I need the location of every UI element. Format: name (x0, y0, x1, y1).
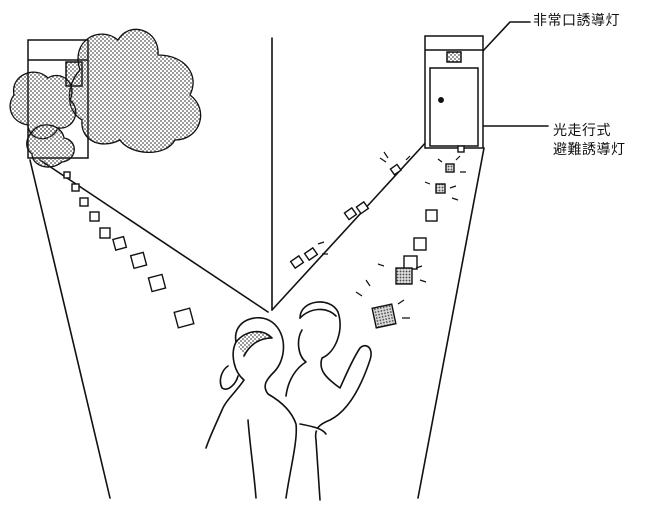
evacuating-people-icon (205, 301, 372, 501)
guide-light-tile (89, 211, 100, 222)
exit-door-icon (424, 35, 484, 149)
guide-light-tile (99, 227, 111, 239)
guide-light-tile (403, 255, 418, 270)
guide-light-tile (457, 145, 465, 153)
guide-light-tile (71, 183, 80, 192)
guide-light-label-line2: 避難誘導灯 (553, 142, 626, 158)
guide-light-tile (79, 197, 89, 207)
guide-light-tile-lit (435, 183, 446, 194)
right-corridor-lower-edge (417, 147, 485, 499)
guide-light-tile (173, 307, 195, 329)
light-glow-marks (317, 151, 466, 319)
right-corridor-upper-edge (271, 139, 429, 311)
left-corridor-lower-edge (29, 159, 111, 499)
guide-light-tile (425, 209, 438, 222)
guide-light-tile (303, 246, 319, 262)
guide-light-label: 光走行式 避難誘導灯 (553, 122, 626, 160)
guide-light-label-line1: 光走行式 (553, 123, 611, 139)
guide-light-tile-lit (371, 303, 397, 329)
guide-light-tile-lit (445, 163, 455, 173)
guide-light-tile (389, 163, 402, 176)
left-corridor-guide-lights (63, 171, 195, 329)
guide-light-tile (147, 273, 167, 293)
right-corridor-guide-lights (371, 145, 465, 329)
guide-light-tile (112, 235, 128, 251)
guide-light-tile (63, 171, 71, 179)
guide-light-tile (289, 254, 305, 270)
right-wall-guide-lights (289, 163, 402, 270)
guide-light-tile (413, 237, 427, 251)
exit-sign-label-text: 非常口誘導灯 (533, 13, 620, 29)
smoke-cloud-icon (9, 28, 202, 168)
exit-sign-leader (481, 21, 531, 53)
guide-light-tile (343, 206, 358, 221)
exit-sign-label: 非常口誘導灯 (533, 12, 620, 31)
guide-light-tile (355, 200, 370, 215)
guide-light-tile-lit (395, 267, 413, 285)
guide-light-tile (129, 251, 148, 270)
